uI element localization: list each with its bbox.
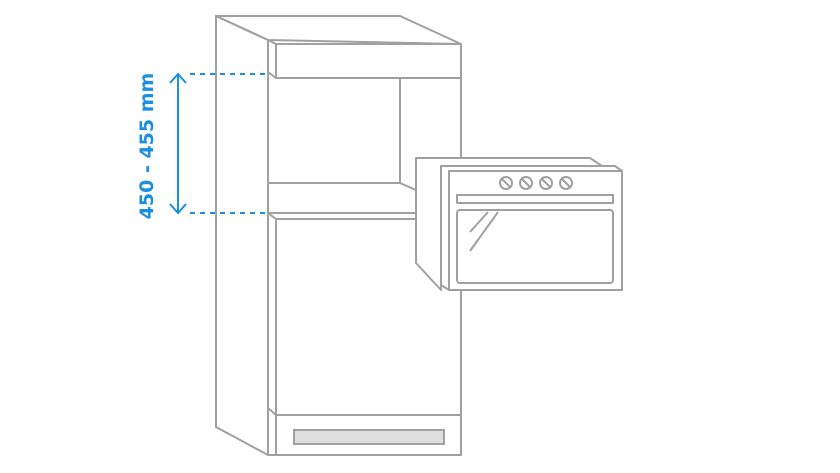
oven-niche [268, 78, 417, 191]
cabinet-top [215, 15, 462, 45]
cabinet-side-panel [215, 15, 269, 456]
oven-knobs [499, 176, 573, 190]
dimension-indicator [169, 72, 268, 215]
arrow-up-icon [169, 72, 187, 84]
dimension-label: 450 - 455 mm [136, 72, 158, 220]
knob-icon [539, 176, 553, 190]
oven-window [456, 209, 614, 284]
plinth [275, 414, 462, 456]
knob-icon [499, 176, 513, 190]
oven [415, 157, 623, 291]
plinth-slot [293, 429, 445, 445]
knob-icon [559, 176, 573, 190]
tall-cabinet [215, 15, 462, 456]
arrow-down-icon [169, 203, 187, 215]
top-rail [275, 43, 462, 79]
oven-handle-bar [456, 194, 614, 204]
oven-front [448, 170, 623, 291]
knob-icon [519, 176, 533, 190]
